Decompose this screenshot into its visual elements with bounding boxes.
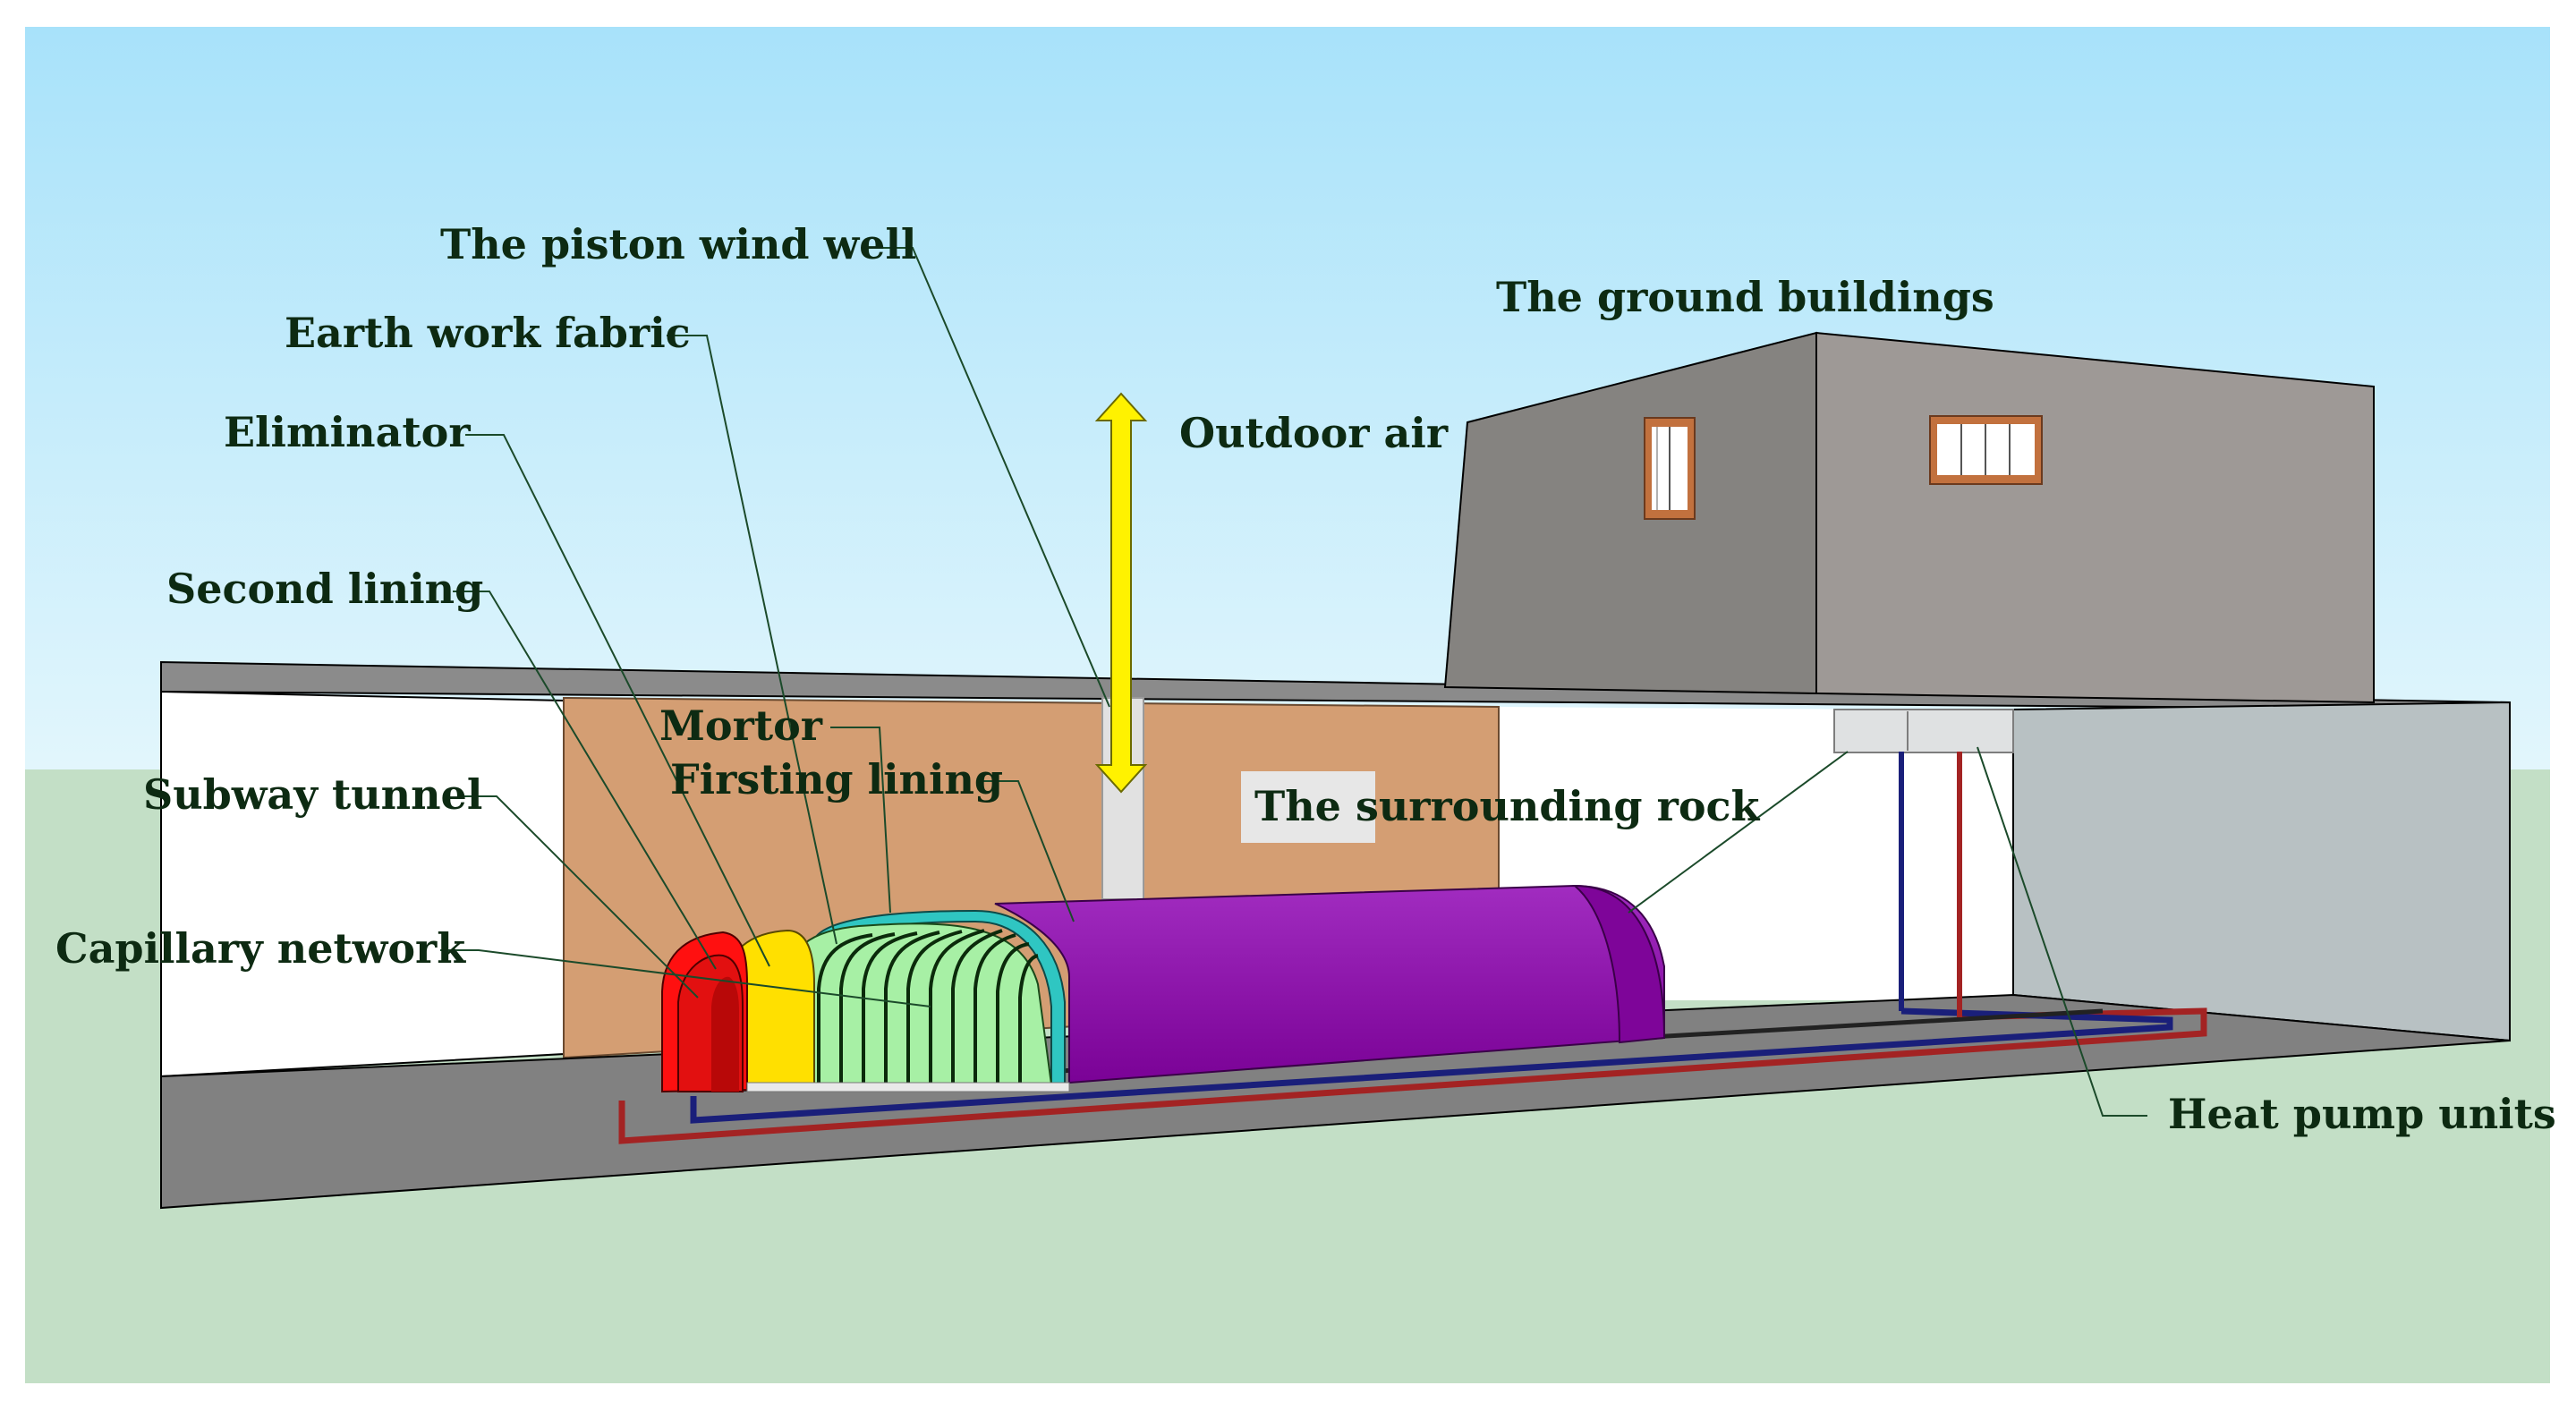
label-surrounding-rock: The surrounding rock <box>1254 782 1761 830</box>
label-subway-tunnel: Subway tunnel <box>143 770 482 819</box>
leader-second-lining <box>453 591 717 970</box>
leader-capillary-network <box>440 949 931 1007</box>
label-ground-buildings: The ground buildings <box>1496 273 1994 321</box>
label-earth-work-fabric: Earth work fabric <box>285 309 691 357</box>
label-heat-pump-units: Heat pump units <box>2168 1090 2556 1138</box>
capillary-network-ribs <box>817 929 1039 1084</box>
leader-mortor <box>830 727 891 914</box>
label-piston-wind-well: The piston wind well <box>440 220 916 268</box>
leader-earth-work-fabric <box>667 335 837 945</box>
outdoor-air-arrow <box>1094 392 1148 794</box>
tunnel-track-base <box>746 1082 1070 1092</box>
leader-lines <box>440 247 2147 1117</box>
leader-eliminator <box>465 434 770 967</box>
label-firsting-lining: Firsting lining <box>670 755 1003 803</box>
heat-pump-unit-block <box>1833 709 2014 753</box>
building-window-right <box>1929 415 2043 485</box>
purple-cylinder-end-cap <box>1572 884 1666 1044</box>
rock-label-backdrop <box>1241 771 1375 843</box>
left-wall <box>160 690 565 1078</box>
label-mortor: Mortor <box>659 701 823 750</box>
leader-surrounding-rock <box>1628 751 1849 914</box>
label-second-lining: Second lining <box>166 565 483 613</box>
label-eliminator: Eliminator <box>224 408 471 456</box>
leader-firsting-lining <box>979 780 1075 922</box>
leader-piston-wind-well <box>870 247 1110 708</box>
tunnel-layers <box>661 884 1666 1093</box>
supply-pipe-floor <box>690 1007 2173 1124</box>
building-window-left <box>1644 417 1696 520</box>
label-outdoor-air: Outdoor air <box>1179 409 1449 457</box>
return-pipe-floor <box>618 1007 2207 1144</box>
leader-subway-tunnel <box>459 795 699 999</box>
subway-tunnel-interior <box>711 976 739 1092</box>
right-wall <box>2012 701 2511 1042</box>
building-right-face <box>1815 331 2375 704</box>
leader-heat-pump-units <box>1977 746 2147 1117</box>
label-capillary-network: Capillary network <box>55 924 466 973</box>
